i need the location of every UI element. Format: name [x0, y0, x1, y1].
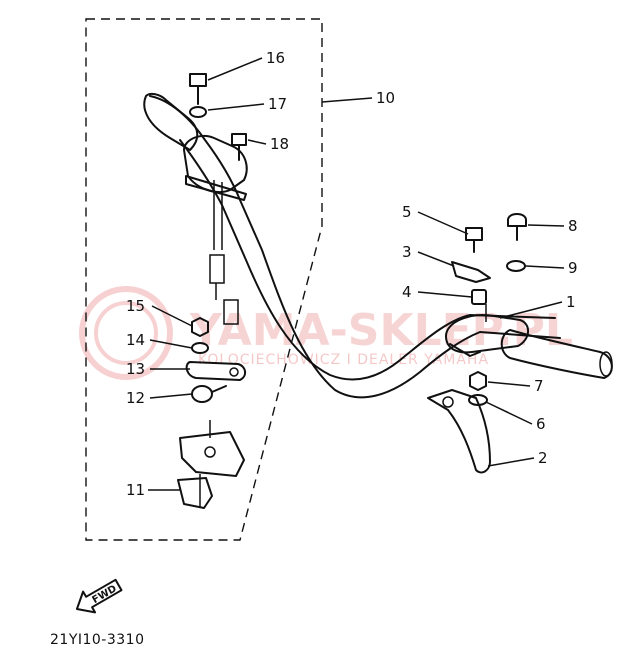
bracket-1	[445, 304, 529, 357]
nut-15	[191, 317, 209, 337]
callout-14: 14	[126, 331, 145, 349]
callout-12: 12	[126, 389, 145, 407]
bolt-5	[465, 227, 483, 253]
bracket-13	[185, 361, 246, 381]
callout-3: 3	[402, 243, 412, 261]
clamp-11	[177, 474, 213, 509]
callout-15: 15	[126, 297, 145, 315]
callout-1: 1	[566, 293, 576, 311]
callout-10: 10	[376, 89, 395, 107]
lever-holder	[179, 420, 245, 477]
collar-4	[471, 289, 487, 305]
clip-3	[451, 261, 491, 283]
callouts: 16 17 18 10 5 3 4 8 9 1 7 6 2 15 14 13 1…	[126, 49, 578, 499]
fwd-arrow-icon: FWD	[75, 578, 123, 614]
lever-2	[427, 389, 491, 474]
screw-8	[507, 213, 527, 241]
callout-2: 2	[538, 449, 548, 467]
handlebar	[143, 92, 613, 399]
callout-6: 6	[536, 415, 546, 433]
leader-lines	[148, 57, 565, 491]
callout-5: 5	[402, 203, 412, 221]
callout-9: 9	[568, 259, 578, 277]
callout-13: 13	[126, 360, 145, 378]
assembly-dashed-outline	[85, 18, 323, 541]
callout-11: 11	[126, 481, 145, 499]
watermark-subtitle: KOLOCIECHOWICZ I DEALER YAMAHA	[198, 352, 489, 368]
drawing-code: 21YI10-3310	[50, 632, 145, 648]
nut-7	[469, 371, 487, 391]
callout-4: 4	[402, 283, 412, 301]
left-switch-housing	[183, 134, 248, 325]
callout-7: 7	[534, 377, 544, 395]
washer-9	[506, 260, 526, 272]
callout-17: 17	[268, 95, 287, 113]
washer-17	[189, 106, 207, 118]
screw-18	[231, 133, 247, 161]
spring-12	[191, 385, 227, 403]
callout-18: 18	[270, 135, 289, 153]
bolt-16	[189, 73, 207, 105]
callout-16: 16	[266, 49, 285, 67]
callout-8: 8	[568, 217, 578, 235]
